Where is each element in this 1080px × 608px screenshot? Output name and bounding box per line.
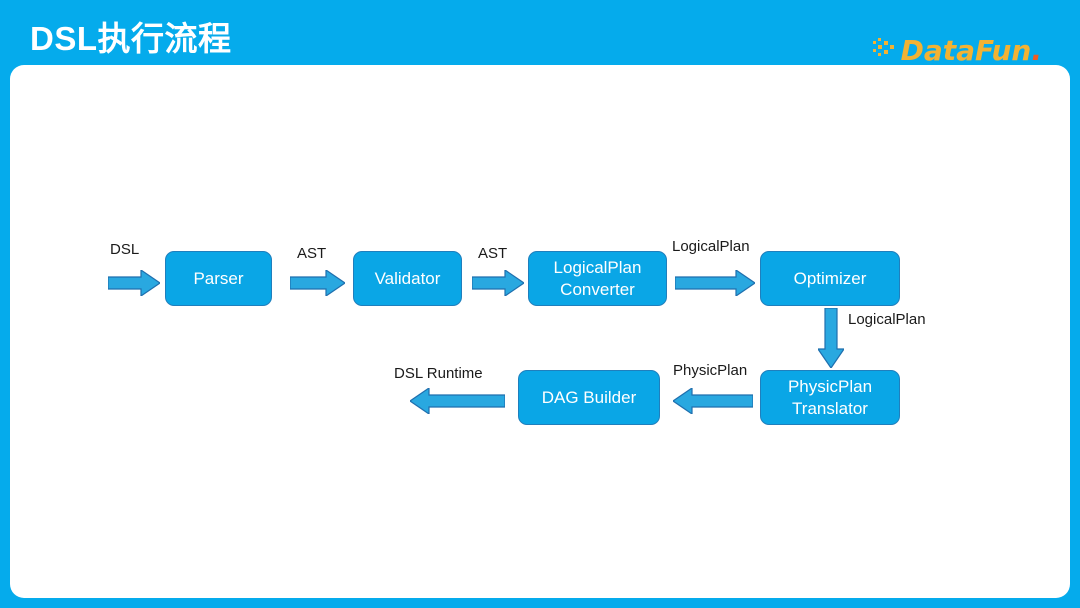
node-logicalplan-converter[interactable]: LogicalPlan Converter bbox=[528, 251, 667, 306]
logo-text-dot: . bbox=[1031, 34, 1042, 67]
edge-label-logicalplan-1: LogicalPlan bbox=[672, 238, 750, 255]
slide-header: DSL执行流程 DataFun. bbox=[0, 0, 1080, 68]
logo-wordmark: DataFun. bbox=[901, 37, 1042, 65]
node-parser[interactable]: Parser bbox=[165, 251, 272, 306]
edge-label-dsl: DSL bbox=[110, 241, 140, 258]
node-converter-label-line1: LogicalPlan bbox=[553, 258, 642, 278]
arrow-dsl-to-parser bbox=[108, 270, 160, 296]
node-dag-builder[interactable]: DAG Builder bbox=[518, 370, 660, 425]
edge-label-dsl-runtime: DSL Runtime bbox=[394, 365, 483, 382]
flow-diagram: Parser Validator LogicalPlan Converter O… bbox=[10, 65, 1070, 598]
node-validator-label: Validator bbox=[374, 268, 441, 288]
node-parser-label: Parser bbox=[193, 268, 244, 288]
page-title: DSL执行流程 bbox=[30, 20, 232, 57]
arrow-optimizer-to-translator bbox=[818, 308, 844, 368]
arrow-validator-to-converter bbox=[472, 270, 524, 296]
node-optimizer-label: Optimizer bbox=[793, 268, 867, 288]
node-converter-label-line2: Converter bbox=[560, 279, 635, 299]
node-dag-builder-label: DAG Builder bbox=[541, 387, 637, 407]
edge-label-ast-2: AST bbox=[478, 245, 508, 262]
content-card: Parser Validator LogicalPlan Converter O… bbox=[10, 65, 1070, 598]
node-translator-label-line2: Translator bbox=[792, 398, 868, 418]
edge-label-ast-1: AST bbox=[297, 245, 327, 262]
dotted-squares-icon bbox=[872, 37, 899, 65]
arrow-parser-to-validator bbox=[290, 270, 345, 296]
node-validator[interactable]: Validator bbox=[353, 251, 462, 306]
arrow-dagbuilder-to-runtime bbox=[410, 388, 505, 414]
edge-label-physicplan: PhysicPlan bbox=[673, 362, 748, 379]
edge-label-logicalplan-2: LogicalPlan bbox=[848, 311, 926, 328]
node-physicplan-translator[interactable]: PhysicPlan Translator bbox=[760, 370, 900, 425]
arrow-translator-to-dagbuilder bbox=[673, 388, 753, 414]
datafun-logo: DataFun. bbox=[872, 36, 1042, 66]
arrow-converter-to-optimizer bbox=[675, 270, 755, 296]
node-translator-label-line1: PhysicPlan bbox=[787, 377, 873, 397]
logo-text-data: DataFun bbox=[900, 34, 1032, 67]
node-optimizer[interactable]: Optimizer bbox=[760, 251, 900, 306]
